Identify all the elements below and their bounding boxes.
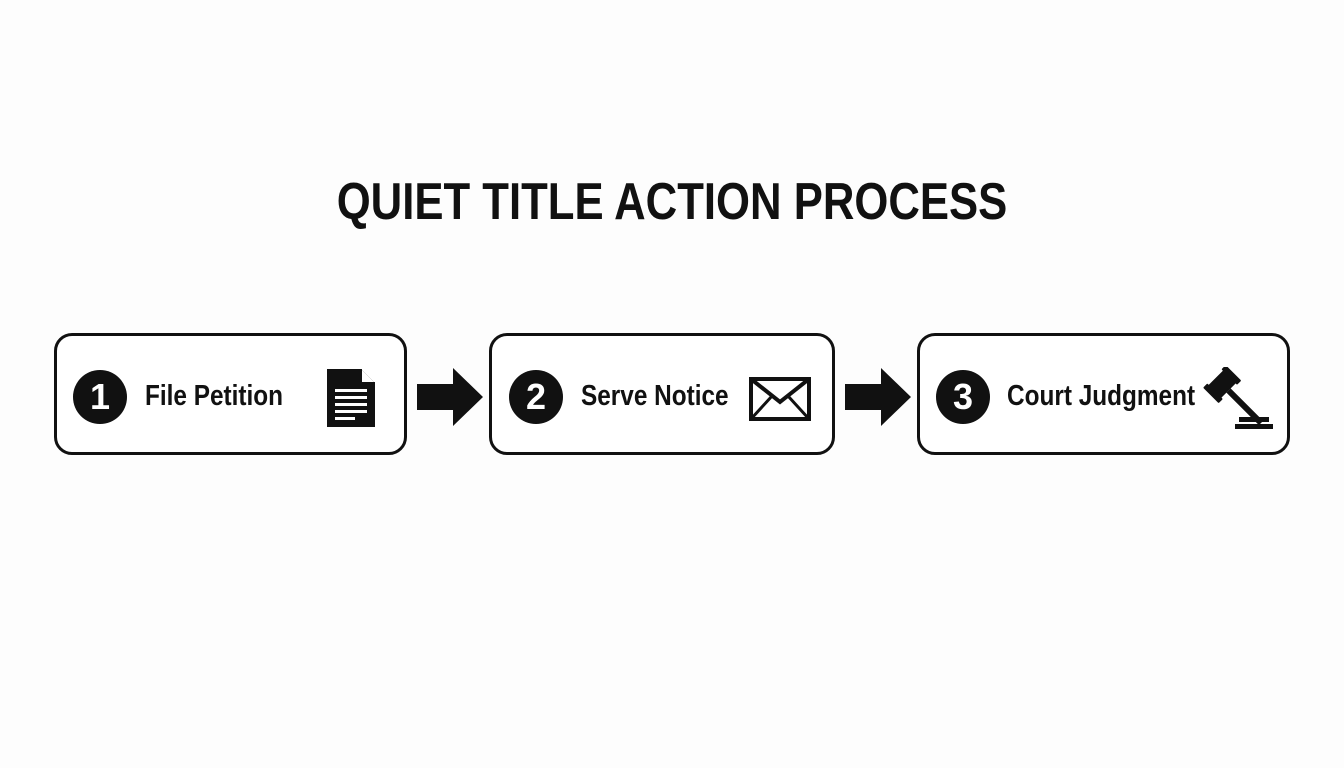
step-label: Court Judgment	[1007, 380, 1196, 412]
arrow-right-icon	[417, 368, 483, 426]
arrow-right-icon	[845, 368, 911, 426]
step-label: File Petition	[145, 380, 284, 412]
gavel-icon	[1203, 367, 1273, 429]
step-number-badge: 1	[73, 370, 127, 424]
step-label: Serve Notice	[581, 380, 729, 412]
step-number-badge: 2	[509, 370, 563, 424]
step-file-petition: 1 File Petition	[54, 333, 407, 455]
step-court-judgment: 3 Court Judgment	[917, 333, 1290, 455]
step-number-badge: 3	[936, 370, 990, 424]
step-serve-notice: 2 Serve Notice	[489, 333, 835, 455]
document-icon	[327, 369, 375, 427]
envelope-icon	[749, 377, 811, 421]
diagram-title: QUIET TITLE ACTION PROCESS	[336, 173, 1008, 231]
